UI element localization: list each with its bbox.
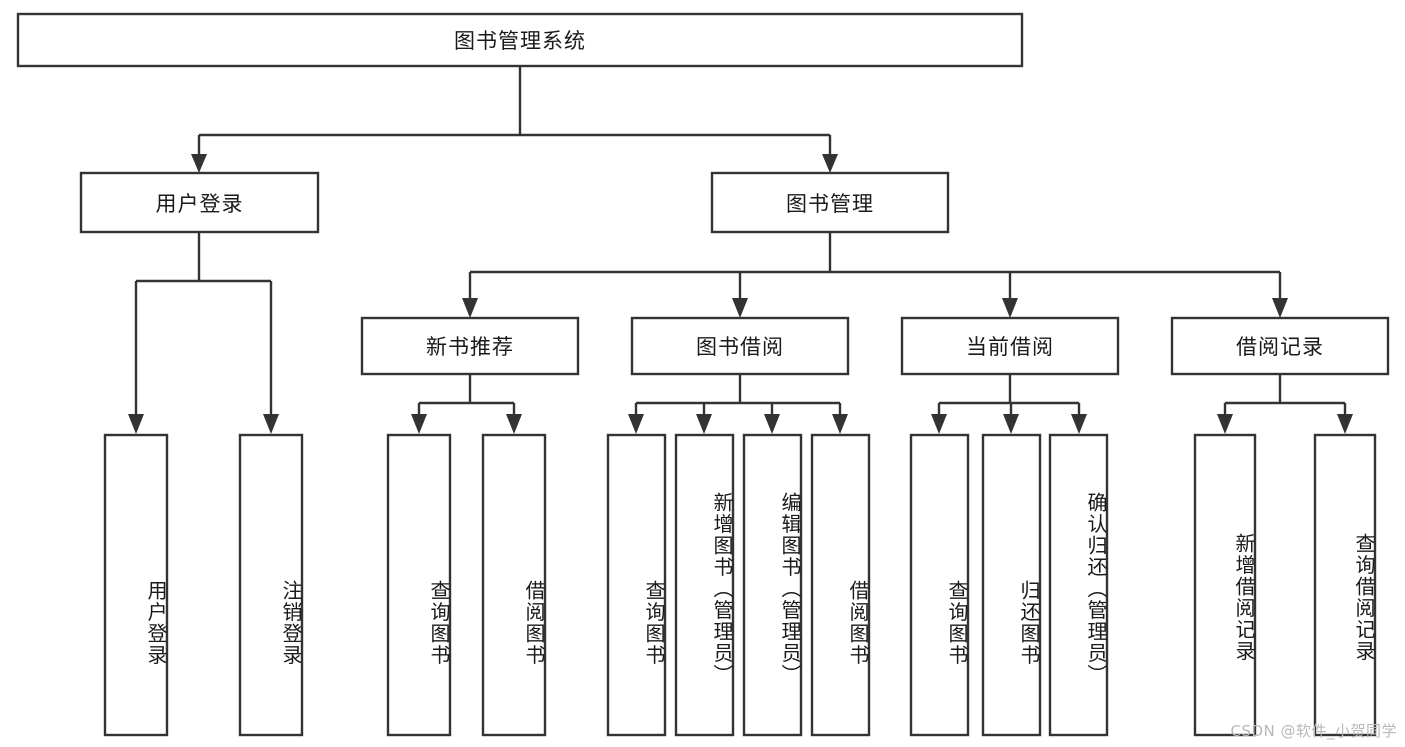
connector-layer: [128, 66, 1353, 434]
node-box-leaf-query-book-2[interactable]: [606, 433, 667, 737]
node-box-leaf-confirm-return[interactable]: [1048, 433, 1109, 737]
arrow-head-leaf-query-record: [1337, 414, 1353, 434]
arrow-head-book-manage: [822, 154, 838, 173]
node-box-leaf-borrow-book-2[interactable]: [810, 433, 871, 737]
node-box-leaf-add-record[interactable]: [1193, 433, 1257, 737]
arrow-head-leaf-borrow-book-2: [832, 414, 848, 434]
arrow-head-leaf-logout: [263, 414, 279, 434]
arrow-head-leaf-add-book: [696, 414, 712, 434]
node-box-leaf-query-book-1[interactable]: [386, 433, 452, 737]
arrow-head-book-borrow: [732, 298, 748, 318]
arrow-head-leaf-return-book: [1003, 414, 1019, 434]
node-box-root[interactable]: [16, 12, 1024, 68]
arrow-head-user-login: [191, 154, 207, 173]
node-box-leaf-logout[interactable]: [238, 433, 304, 737]
node-box-book-borrow[interactable]: [630, 316, 850, 376]
arrow-head-leaf-query-book-2: [628, 414, 644, 434]
node-box-leaf-query-record[interactable]: [1313, 433, 1377, 737]
node-box-leaf-query-book-3[interactable]: [909, 433, 970, 737]
arrow-head-leaf-edit-book: [764, 414, 780, 434]
node-box-borrow-record[interactable]: [1170, 316, 1390, 376]
node-box-current-borrow[interactable]: [900, 316, 1120, 376]
node-box-leaf-add-book[interactable]: [674, 433, 735, 737]
node-box-leaf-borrow-book-1[interactable]: [481, 433, 547, 737]
node-box-book-manage[interactable]: [710, 171, 950, 234]
node-box-leaf-return-book[interactable]: [981, 433, 1042, 737]
arrow-head-leaf-borrow-book-1: [506, 414, 522, 434]
arrow-head-leaf-query-book-1: [411, 414, 427, 434]
arrow-head-new-book-rec: [462, 298, 478, 318]
node-box-layer: [16, 12, 1390, 737]
node-box-leaf-edit-book[interactable]: [742, 433, 803, 737]
arrow-head-leaf-query-book-3: [931, 414, 947, 434]
node-box-user-login[interactable]: [79, 171, 320, 234]
node-box-new-book-rec[interactable]: [360, 316, 580, 376]
arrow-head-current-borrow: [1002, 298, 1018, 318]
arrow-head-leaf-add-record: [1217, 414, 1233, 434]
arrow-head-borrow-record: [1272, 298, 1288, 318]
arrow-head-leaf-confirm-return: [1071, 414, 1087, 434]
node-box-leaf-user-login[interactable]: [103, 433, 169, 737]
arrow-head-leaf-user-login: [128, 414, 144, 434]
